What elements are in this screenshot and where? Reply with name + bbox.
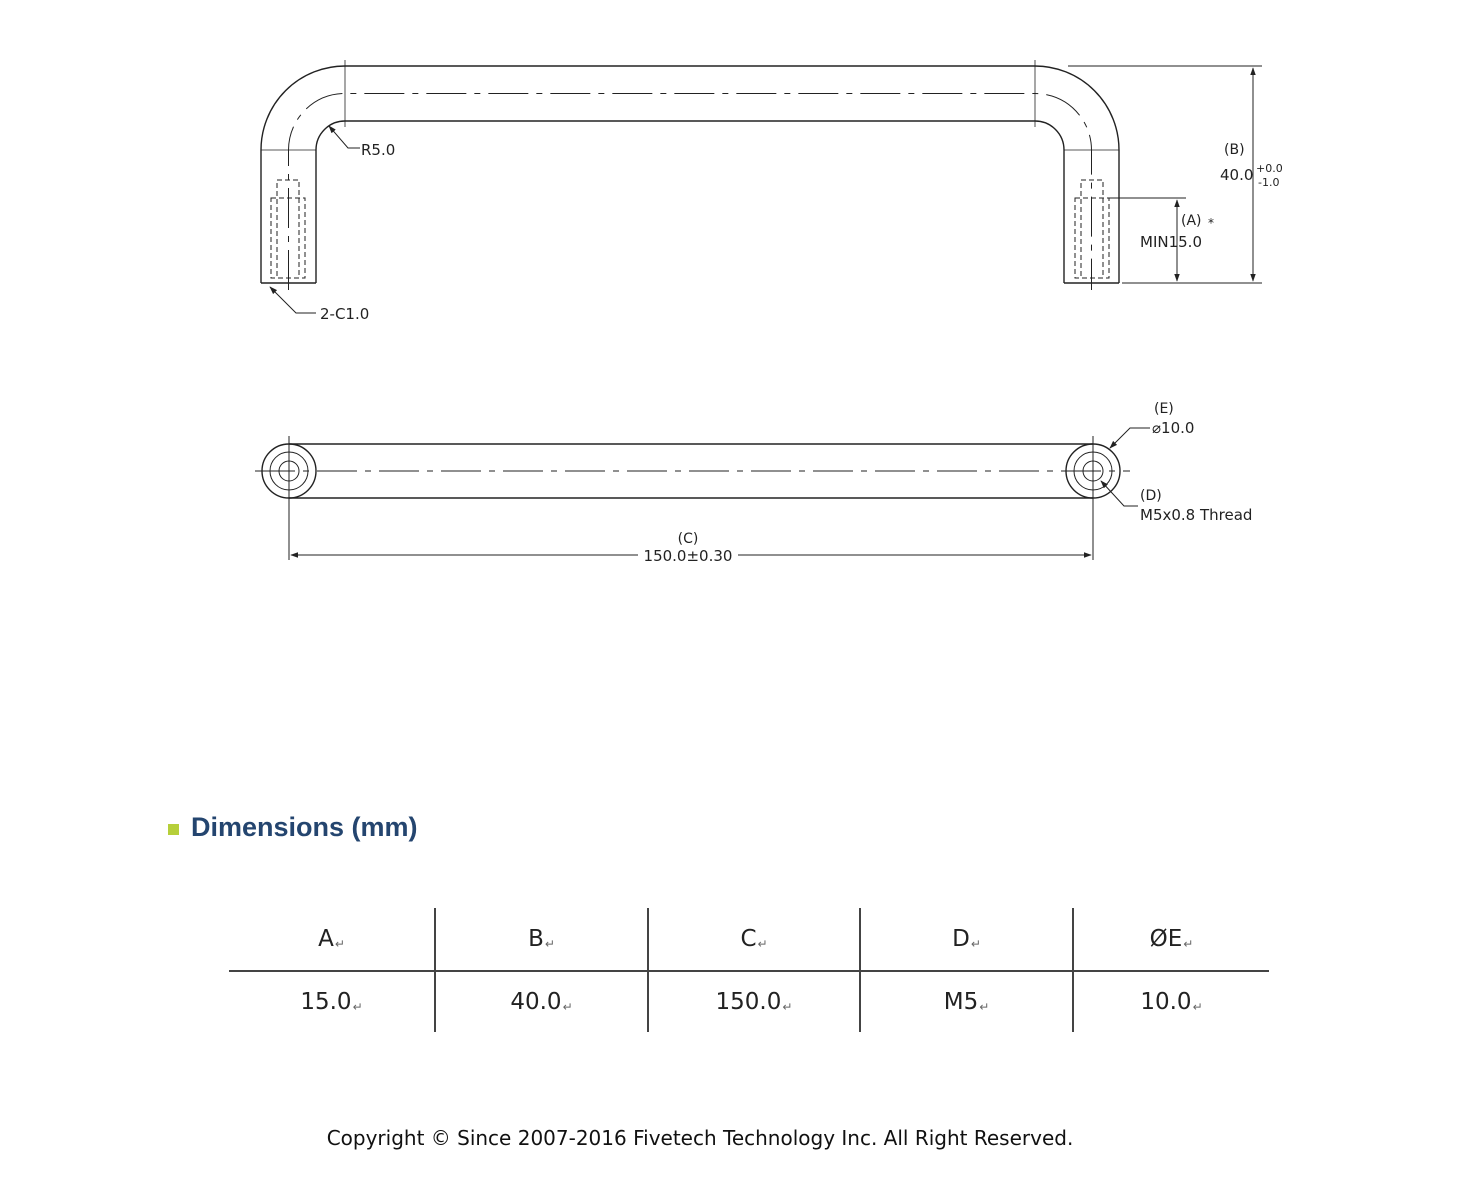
table-header-row: A↵ B↵ C↵ D↵ ØE↵ [229, 908, 1269, 972]
value-cell-c: 150.0↵ [647, 971, 860, 1032]
a-star: * [1208, 216, 1214, 230]
b-tol-minus: -1.0 [1258, 176, 1279, 189]
value-cell-a: 15.0↵ [300, 989, 363, 1015]
right-end-circles [1065, 443, 1121, 499]
e-tag: (E) [1154, 401, 1174, 417]
e-value: ⌀10.0 [1152, 419, 1194, 437]
b-tag: (B) [1224, 142, 1245, 158]
value-cell-e: 10.0↵ [1072, 971, 1269, 1032]
header-cell-b: B↵ [434, 908, 648, 972]
right-thread-hole [1074, 179, 1110, 279]
chamfer-leader [269, 286, 316, 314]
table-row: 15.0↵ 40.0↵ 150.0↵ M5↵ 10.0↵ [229, 971, 1269, 1032]
d-tag: (D) [1140, 488, 1162, 504]
front-view [260, 60, 1120, 290]
e-leader [1109, 427, 1150, 449]
dimensions-table: A↵ B↵ C↵ D↵ ØE↵ 15.0↵ 40.0↵ 150.0↵ M5↵ 1… [229, 908, 1269, 1032]
copyright-footer: Copyright © Since 2007-2016 Fivetech Tec… [326, 1126, 1074, 1150]
top-view [255, 436, 1130, 560]
dimensions-section-title: Dimensions (mm) [168, 812, 418, 843]
header-cell-d: D↵ [859, 908, 1073, 972]
section-title-text: Dimensions (mm) [191, 812, 418, 842]
title-bullet [168, 824, 179, 835]
a-tag: (A) [1181, 213, 1202, 229]
b-tol-plus: +0.0 [1256, 162, 1283, 175]
handle-centerline [288, 93, 1092, 290]
left-thread-hole [270, 179, 306, 279]
a-value: MIN15.0 [1140, 233, 1202, 251]
header-cell-a: A↵ [229, 908, 435, 972]
left-end-circles [261, 443, 317, 499]
header-cell-e: ØE↵ [1072, 908, 1269, 972]
header-cell-c: C↵ [647, 908, 860, 972]
handle-inner-edge [315, 120, 1065, 283]
front-view-dimensions [269, 65, 1262, 314]
d-value: M5x0.8 Thread [1140, 506, 1252, 524]
c-value: 150.0±0.30 [644, 547, 733, 565]
chamfer-label: 2-C1.0 [320, 305, 369, 323]
technical-drawing: R5.0 2-C1.0 (B) 40.0 +0.0 -1.0 (A) * MIN… [255, 60, 1283, 565]
handle-outer-edge [260, 65, 1120, 283]
d-leader [1100, 480, 1138, 507]
radius-leader [328, 125, 360, 149]
b-value: 40.0 [1220, 166, 1253, 184]
value-cell-d: M5↵ [859, 971, 1073, 1032]
c-tag: (C) [678, 531, 699, 547]
top-view-dimensions [290, 427, 1150, 558]
radius-label: R5.0 [361, 141, 395, 159]
value-cell-b: 40.0↵ [434, 971, 648, 1032]
